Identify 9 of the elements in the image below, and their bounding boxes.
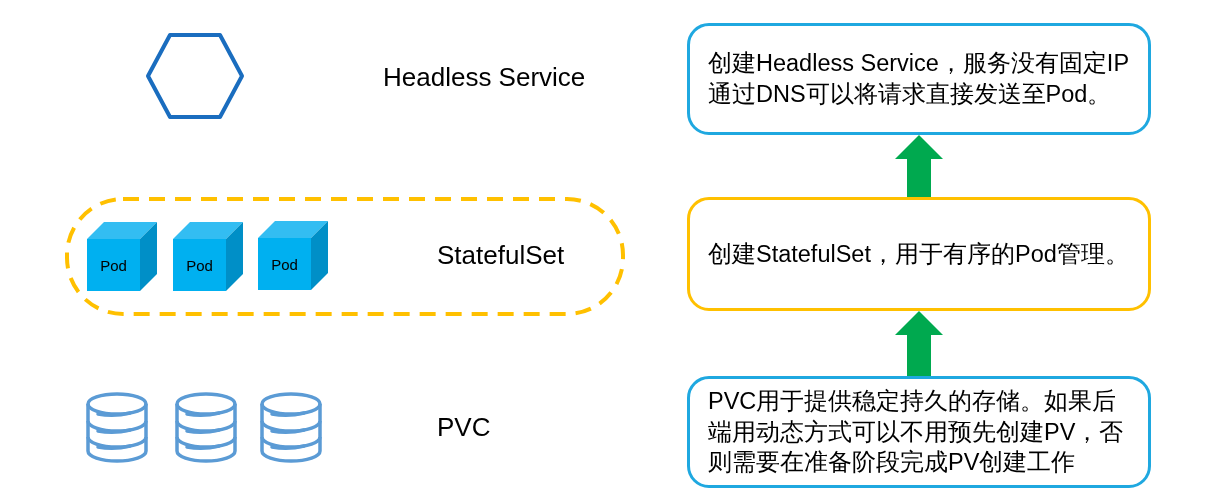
text-box: PVC用于提供稳定持久的存储。如果后端用动态方式可以不用预先创建PV，否则需要在准备阶段完成PV创建工作 bbox=[687, 376, 1151, 488]
group-label: StatefulSet bbox=[437, 240, 565, 272]
dashed-group-outline bbox=[65, 197, 625, 316]
block-arrow bbox=[895, 311, 943, 376]
text-box: 创建Headless Service，服务没有固定IP通过DNS可以将请求直接发送至Pod。 bbox=[687, 23, 1151, 135]
text-box: 创建StatefulSet，用于有序的Pod管理。 bbox=[687, 197, 1151, 311]
block-arrow bbox=[895, 135, 943, 197]
label-text: PVC bbox=[437, 412, 491, 444]
label-text: Headless Service bbox=[383, 62, 586, 94]
